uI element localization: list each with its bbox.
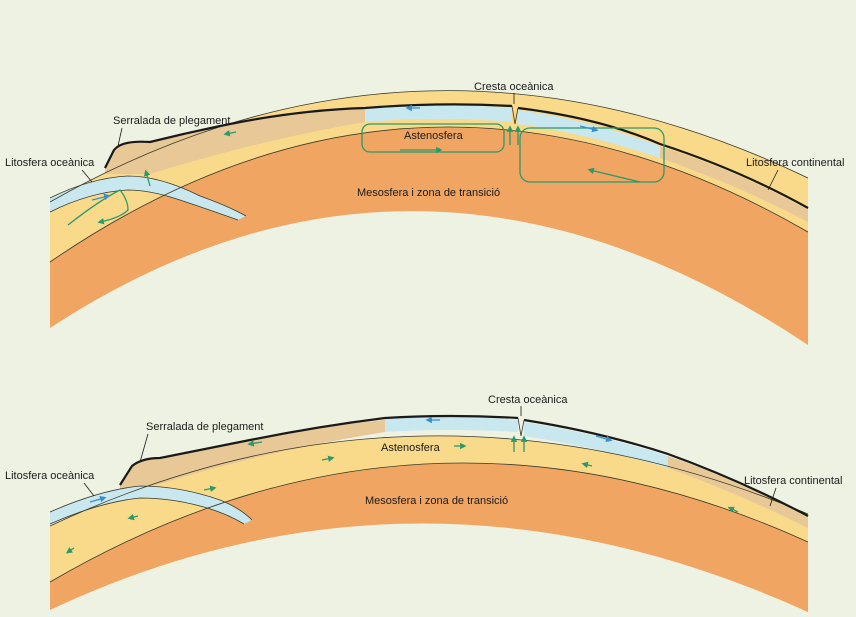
surface-line (104, 103, 513, 169)
panel-bottom: Litosfera oceànica Serralada de plegamen… (5, 394, 842, 612)
surface-line-bottom (119, 414, 519, 486)
label-fold-belt-bottom: Serralada de plegament (146, 421, 263, 433)
label-oceanic-lithosphere-top: Litosfera oceànica (5, 157, 95, 169)
label-ridge-bottom: Cresta oceànica (488, 394, 568, 406)
continental-lithosphere-right-bottom (668, 456, 808, 528)
continental-lithosphere-left (105, 108, 365, 174)
label-mesosphere-bottom: Mesosfera i zona de transició (365, 495, 508, 507)
continental-lithosphere-right (660, 146, 808, 222)
oceanic-lithosphere-ridge (365, 105, 512, 122)
asthenosphere-layer-bottom (50, 435, 808, 582)
label-continental-lithosphere-bottom: Litosfera continental (744, 475, 842, 487)
subducting-slab-bottom (50, 486, 252, 524)
convection-cells (67, 104, 665, 226)
label-ridge-top: Cresta oceànica (474, 81, 554, 93)
label-asthenosphere-bottom: Astenosfera (381, 442, 441, 454)
oceanic-lithosphere-right-bottom (524, 422, 668, 468)
oceanic-lithosphere-ridge-bottom (385, 416, 518, 432)
oceanic-lithosphere-right (518, 110, 660, 158)
continental-lithosphere-left-bottom (120, 420, 385, 490)
label-mesosphere-top: Mesosfera i zona de transició (357, 187, 500, 199)
label-fold-belt-top: Serralada de plegament (113, 115, 230, 127)
label-continental-lithosphere-top: Litosfera continental (746, 157, 844, 169)
subducting-slab (50, 176, 246, 220)
label-asthenosphere-top: Astenosfera (404, 130, 464, 142)
label-oceanic-lithosphere-bottom: Litosfera oceànica (5, 470, 95, 482)
panel-top: Litosfera oceànica Serralada de plegamen… (5, 81, 844, 345)
mesosphere-layer-bottom (50, 462, 808, 612)
flow-arrows-bottom (65, 416, 739, 554)
